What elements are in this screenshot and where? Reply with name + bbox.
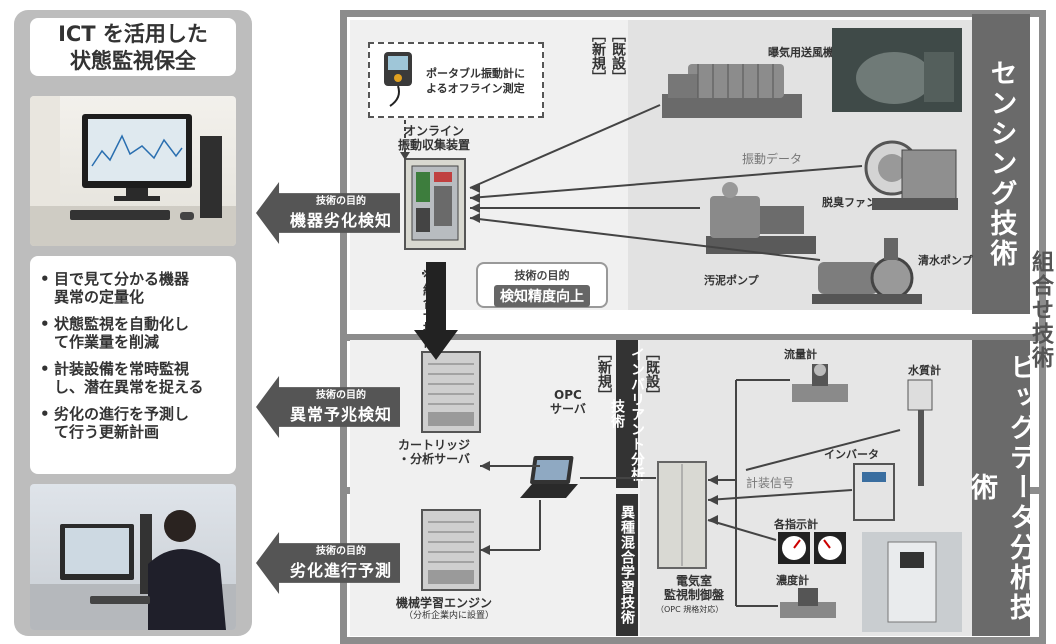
arrow-anomaly-sign-label: 技術の目的 異常予兆検知 [286,386,396,425]
arrow-deterioration-forecast-label: 技術の目的 劣化進行予測 [286,542,396,581]
arrow-device-deterioration-label: 技術の目的 機器劣化検知 [286,192,396,231]
